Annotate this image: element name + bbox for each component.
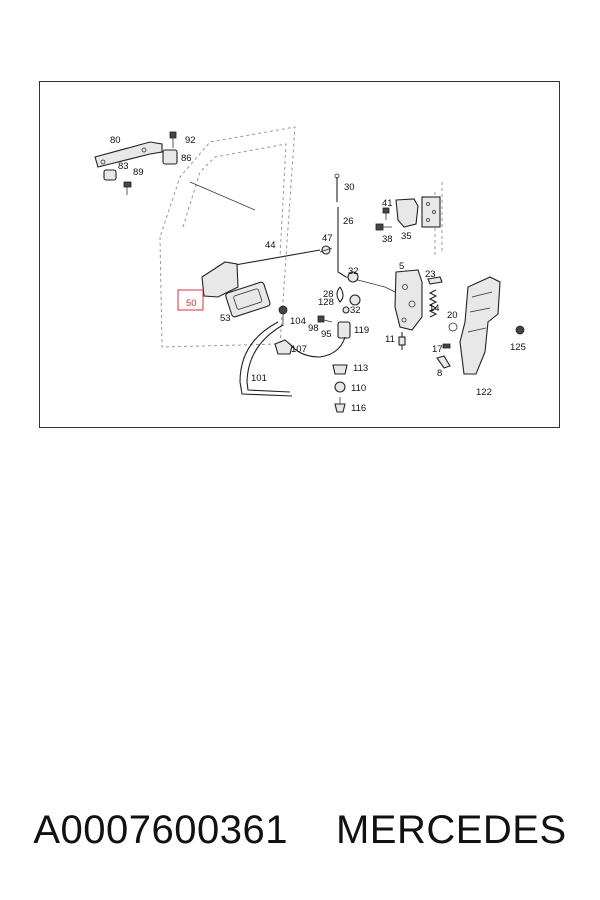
bushing-part-32a (347, 271, 359, 283)
callout-41: 41 (382, 198, 393, 209)
callout-32a: 32 (348, 266, 359, 277)
exploded-view-drawing: 80 92 86 83 89 30 41 26 38 35 44 47 5 32… (94, 126, 526, 414)
inner-handle-part-50 (201, 261, 239, 298)
callout-119: 119 (354, 325, 369, 336)
rod-part-26 (337, 207, 347, 278)
callout-11: 11 (385, 334, 395, 345)
clip-part-28 (336, 286, 344, 303)
callout-89: 89 (133, 167, 144, 178)
door-lock-part-5 (394, 269, 423, 331)
callout-23: 23 (425, 269, 436, 280)
product-caption: A0007600361 MERCEDES (0, 800, 600, 860)
callout-113: 113 (353, 363, 368, 374)
callout-50: 50 (186, 298, 197, 309)
clip-part-47 (319, 245, 333, 255)
bolt-part-89 (123, 181, 132, 195)
callout-95: 95 (321, 329, 332, 340)
callout-53: 53 (220, 313, 231, 324)
callout-92: 92 (185, 135, 196, 146)
screw-part-92 (169, 131, 177, 148)
striker-part-35 (395, 198, 419, 228)
parts-diagram: 80 92 86 83 89 30 41 26 38 35 44 47 5 32… (39, 81, 560, 428)
brand-name: MERCEDES (335, 807, 567, 852)
callout-32b: 32 (350, 305, 361, 316)
clip-part-20 (448, 322, 458, 332)
part-98 (317, 315, 333, 323)
callout-50-highlight-box (177, 289, 204, 311)
callout-17: 17 (432, 344, 443, 355)
callout-128: 128 (318, 297, 334, 308)
grommet-part-107 (274, 339, 293, 355)
part-110 (334, 381, 346, 393)
bracket-part-122 (459, 276, 501, 375)
callout-86: 86 (181, 153, 192, 164)
callout-8: 8 (437, 368, 442, 379)
callout-104: 104 (290, 316, 306, 327)
callout-35: 35 (401, 231, 412, 242)
rod-part-44 (234, 249, 321, 266)
part-113 (332, 364, 348, 375)
wire-harness (289, 336, 346, 358)
hinge-plate (421, 196, 441, 228)
part-116 (334, 397, 346, 413)
callout-125: 125 (510, 342, 526, 353)
callout-30: 30 (344, 182, 355, 193)
gasket-part-86 (162, 149, 178, 165)
seal-strip-part-101 (239, 321, 293, 397)
part-11 (398, 332, 406, 350)
callout-98: 98 (308, 323, 319, 334)
part-17 (442, 343, 451, 349)
callout-83: 83 (118, 161, 129, 172)
screws-part-41 (382, 207, 390, 220)
screw-part-125 (515, 325, 525, 335)
callout-28: 28 (323, 289, 334, 300)
bolt-part-38 (375, 223, 392, 231)
door-outline (159, 126, 296, 348)
bushing-part-32b (349, 294, 361, 306)
callout-80: 80 (110, 135, 121, 146)
part-8 (436, 355, 451, 369)
callout-5: 5 (399, 261, 404, 272)
callout-38: 38 (382, 234, 393, 245)
part-119 (342, 306, 350, 314)
outside-door-handle-part (94, 141, 163, 168)
gasket-part-83 (103, 169, 117, 181)
trim-part-53 (225, 281, 271, 318)
callout-26: 26 (343, 216, 354, 227)
window-frame-outline (182, 143, 287, 258)
callout-101: 101 (251, 373, 267, 384)
screw-part-23 (427, 276, 443, 285)
callout-107: 107 (291, 344, 307, 355)
callout-20: 20 (447, 310, 458, 321)
spring-part-14 (428, 289, 438, 318)
part-number: A0007600361 (33, 807, 288, 852)
callout-14: 14 (429, 303, 440, 314)
callout-122: 122 (476, 387, 492, 398)
callout-47: 47 (322, 233, 333, 244)
callout-110: 110 (351, 383, 366, 394)
switch-part-95 (337, 321, 351, 339)
callout-44: 44 (265, 240, 276, 251)
screw-part-104 (278, 305, 288, 326)
callout-116: 116 (351, 403, 366, 414)
